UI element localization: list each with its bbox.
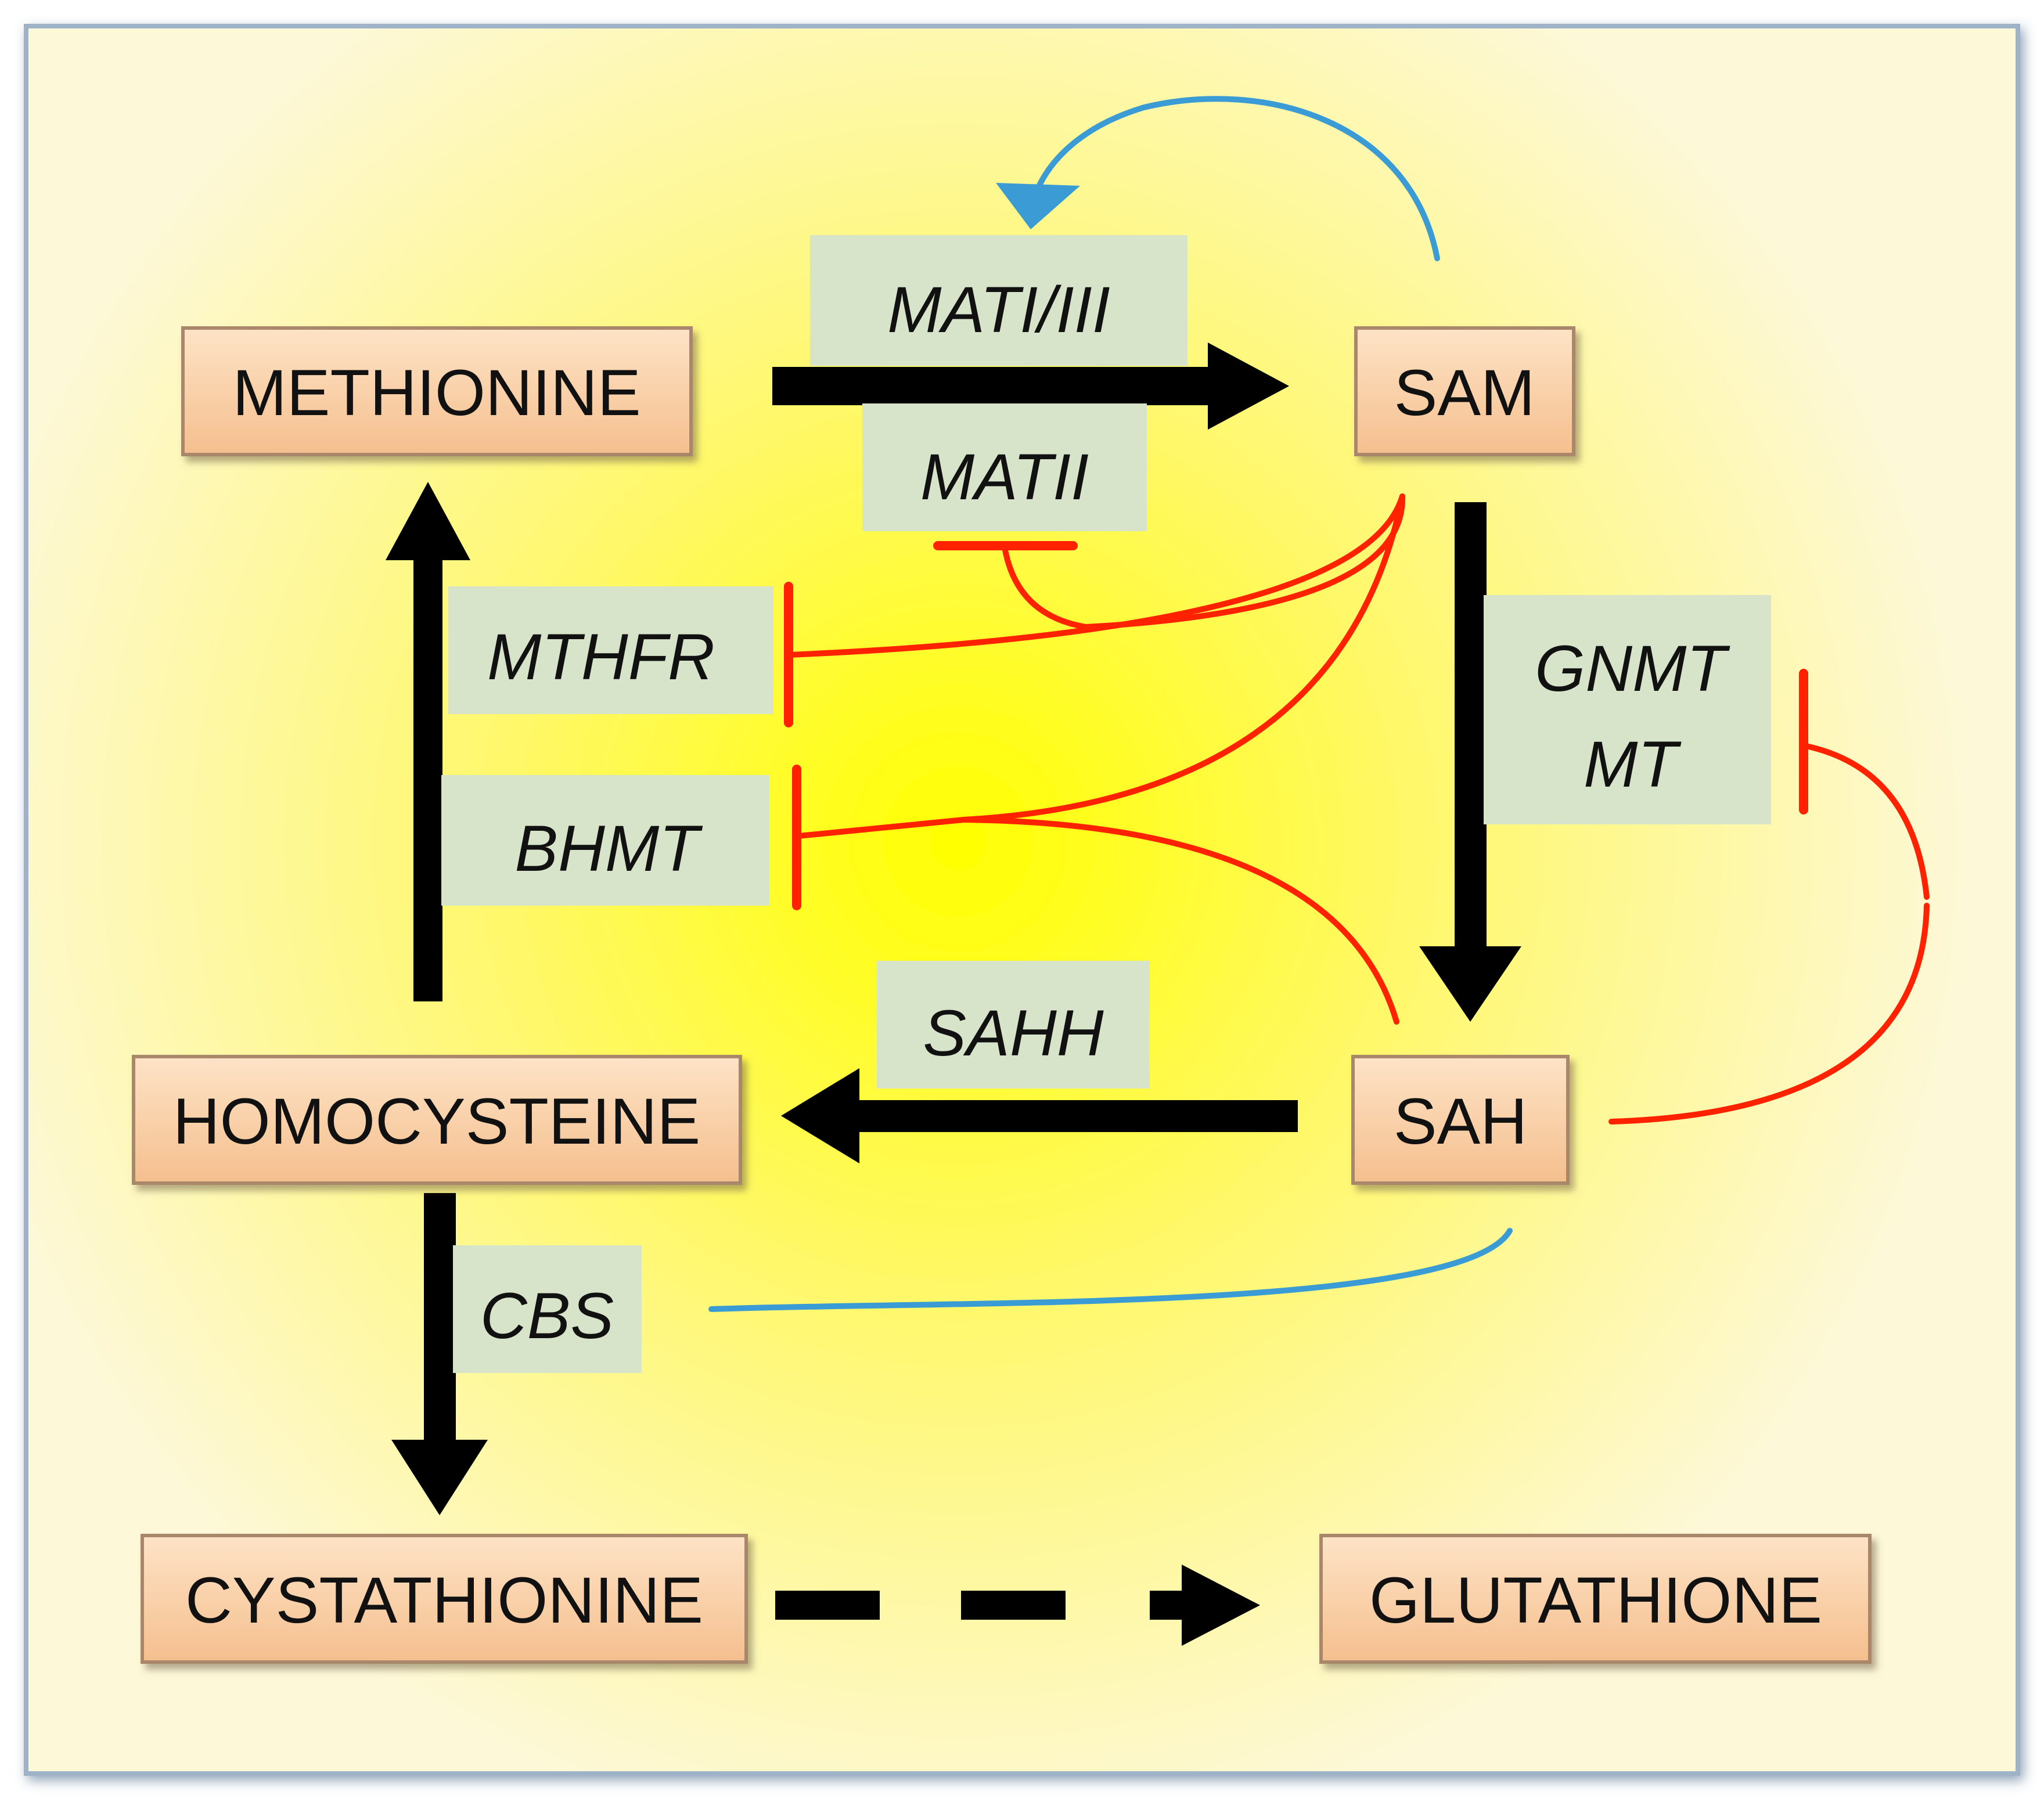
metabolite-homocysteine: HOMOCYSTEINE (173, 1085, 701, 1158)
arrow-methionine-to-sam (772, 343, 1289, 430)
arrow-homocysteine-to-methionine (386, 482, 470, 1001)
enzyme-label-mthfr: MTHFR (487, 621, 715, 693)
enzyme-label-mat-i-iii: MATI/III (887, 273, 1110, 346)
enzyme-label-cbs: CBS (480, 1280, 614, 1352)
metabolite-box-cystathionine (141, 1534, 748, 1664)
inhibit-sah-bhmt (961, 817, 1399, 1025)
enzyme-box-mat-ii (862, 403, 1147, 531)
inhibit-sam-bhmt (961, 493, 1405, 823)
metabolite-box-methionine (181, 326, 693, 456)
arrow-cystathionine-to-glutathione (1150, 1565, 1260, 1646)
enzyme-label-bhmt: BHMT (514, 812, 703, 885)
enzyme-box-sahh (877, 961, 1150, 1089)
activate-sam-mat-i-iii (1034, 96, 1440, 261)
metabolite-cystathionine: CYSTATHIONINE (185, 1564, 703, 1637)
inhibit-sam-mat-ii (1002, 493, 1406, 630)
enzyme-label-gnmt: GNMT (1535, 632, 1730, 705)
enzyme-box-gnmt-mt (1484, 595, 1771, 824)
pathway-arrows (386, 343, 1521, 1646)
enzyme-label-mat-ii: MATII (920, 441, 1089, 513)
enzyme-box-mat-i-iii (810, 235, 1187, 366)
dash-1 (775, 1591, 880, 1620)
metabolite-boxes: METHIONINE SAM HOMOCYSTEINE SAH CYSTATHI… (132, 326, 1872, 1664)
metabolite-box-sah (1351, 1055, 1570, 1185)
activation-lines (708, 96, 1513, 1312)
enzyme-box-mthfr (448, 586, 773, 714)
inhibit-sah-gnmt-lower (1608, 903, 1930, 1125)
metabolite-sam: SAM (1394, 356, 1535, 429)
enzyme-box-cbs (453, 1245, 642, 1373)
dash-2 (961, 1591, 1066, 1620)
inhibit-sam-mthfr (787, 493, 1405, 658)
enzyme-label-mt: MT (1584, 728, 1682, 801)
bhmt-shaft (796, 817, 967, 839)
enzyme-box-bhmt (441, 775, 769, 906)
metabolite-box-homocysteine (132, 1055, 742, 1185)
enzyme-label-sahh: SAHH (923, 997, 1103, 1069)
inhibit-sah-gnmt-upper (1803, 743, 1930, 900)
arrow-sah-to-homocysteine (781, 1068, 1298, 1163)
metabolite-box-sam (1354, 326, 1575, 456)
metabolite-methionine: METHIONINE (232, 356, 640, 429)
metabolite-glutathione: GLUTATHIONE (1369, 1564, 1822, 1637)
enzyme-boxes: MATI/III MATII MTHFR BHMT GNMT MT SAHH C… (441, 235, 1771, 1373)
metabolite-sah: SAH (1394, 1085, 1527, 1158)
inhibition-lines (784, 493, 1930, 1125)
activation-arrowhead-mat-i-iii (996, 183, 1080, 229)
activate-sah-cbs (708, 1228, 1513, 1312)
arrow-homocysteine-to-cystathionine (391, 1193, 488, 1515)
metabolite-box-glutathione (1319, 1534, 1872, 1664)
arrow-sam-to-sah (1419, 502, 1521, 1022)
